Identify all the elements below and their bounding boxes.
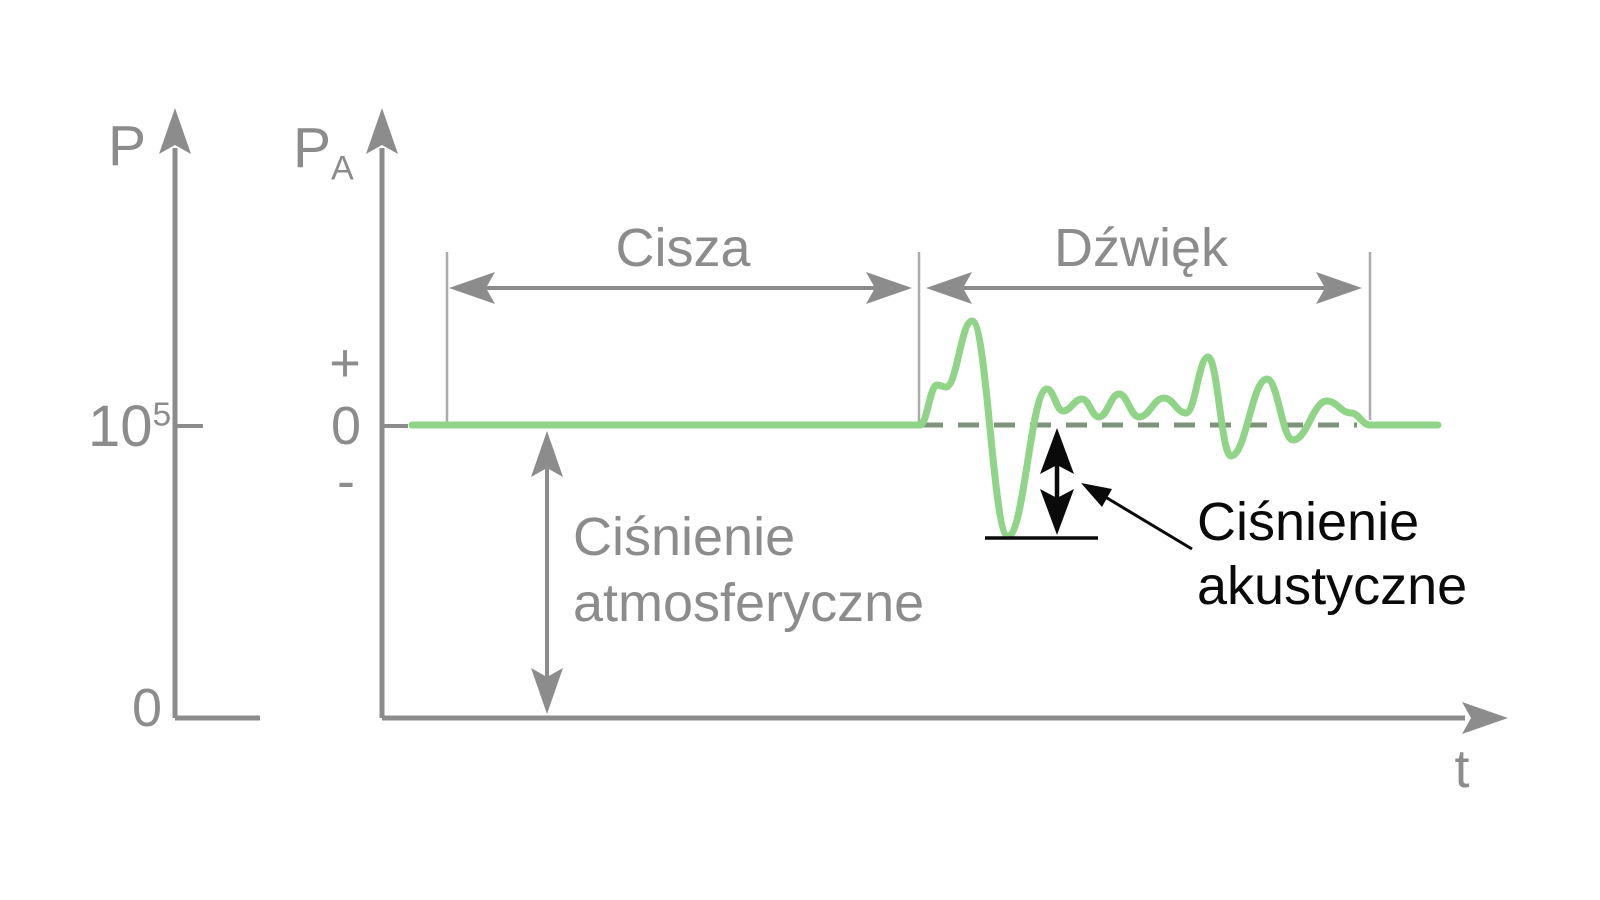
waveform bbox=[408, 317, 1442, 540]
p-axis-tick-exponent: 5 bbox=[152, 396, 172, 434]
atmospheric-pressure-arrow bbox=[531, 431, 563, 714]
pa-plus-label: + bbox=[329, 333, 361, 393]
p-axis-arrowhead-icon bbox=[159, 108, 191, 154]
acoustic-pointer bbox=[1081, 483, 1193, 551]
sound-region-label: Dźwięk bbox=[1053, 218, 1229, 278]
acoustic-pressure-label: Ciśnienie akustyczne bbox=[1197, 490, 1467, 618]
acoustic-pressure-down-arrowhead-icon bbox=[1040, 489, 1074, 535]
pa-minus-label: - bbox=[337, 451, 355, 511]
p-origin-label: 0 bbox=[131, 678, 163, 738]
t-axis-label: t bbox=[1454, 739, 1470, 799]
p-axis-label: P bbox=[108, 114, 147, 178]
acoustic-pressure-up-arrowhead-icon bbox=[1040, 428, 1074, 474]
atmospheric-pressure-label: Ciśnienie atmosferyczne bbox=[573, 504, 924, 636]
acoustic-pressure-label-line2: akustyczne bbox=[1197, 556, 1468, 616]
pa-axis-label-text: P bbox=[293, 116, 332, 180]
sound-range-right-arrowhead-icon bbox=[1316, 272, 1362, 304]
silence-range-arrow bbox=[449, 272, 912, 304]
sound-range-left-arrowhead-icon bbox=[926, 272, 972, 304]
silence-range-left-arrowhead-icon bbox=[449, 272, 495, 304]
atmospheric-pressure-label-line1: Ciśnienie bbox=[573, 507, 796, 567]
pa-axis-label-subscript: A bbox=[331, 149, 354, 188]
acoustic-pressure-label-line1: Ciśnienie bbox=[1197, 492, 1420, 552]
pa-zero-label: 0 bbox=[330, 396, 362, 456]
p-axis-label-text: P bbox=[108, 114, 147, 178]
silence-region-label: Cisza bbox=[615, 218, 751, 278]
acoustic-pressure-arrow bbox=[1040, 428, 1074, 535]
acoustic-pointer-line bbox=[1101, 493, 1193, 551]
atmospheric-pressure-up-arrowhead-icon bbox=[531, 431, 563, 477]
pa-axis-label: PA bbox=[293, 116, 354, 185]
atmospheric-pressure-down-arrowhead-icon bbox=[531, 668, 563, 714]
acoustic-pointer-arrowhead-icon bbox=[1081, 483, 1112, 507]
t-axis-arrowhead-icon bbox=[1462, 702, 1508, 734]
sound-range-arrow bbox=[926, 272, 1362, 304]
p-axis-tick-base: 10 bbox=[88, 394, 153, 459]
atmospheric-pressure-label-line2: atmosferyczne bbox=[573, 573, 925, 633]
p-axis-tick-label: 105 bbox=[88, 394, 172, 459]
silence-range-right-arrowhead-icon bbox=[866, 272, 912, 304]
pa-axis-arrowhead-icon bbox=[366, 108, 398, 154]
